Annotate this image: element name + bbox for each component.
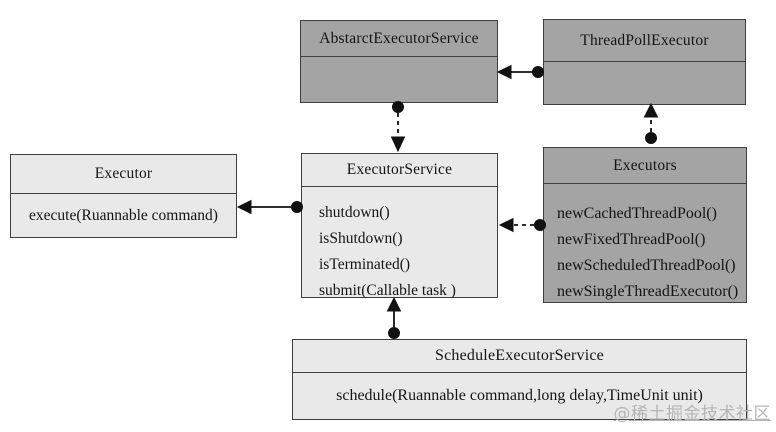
arrow-executorservice-to-executor xyxy=(236,199,303,215)
arrow-executors-to-threadpollexecutor xyxy=(643,102,659,144)
arrow-abstarctexecutorservice-to-executorservice xyxy=(390,101,406,153)
class-box-schedule-executor-service: ScheduleExecutorService schedule(Ruannab… xyxy=(292,339,747,420)
method-item: execute(Ruannable command) xyxy=(29,206,218,224)
class-box-executors: Executors newCachedThreadPool() newFixed… xyxy=(543,147,747,303)
class-title: Executor xyxy=(11,155,236,194)
method-item: isShutdown() xyxy=(319,230,403,247)
method-item: newScheduledThreadPool() xyxy=(557,257,736,274)
method-item: newCachedThreadPool() xyxy=(557,205,717,222)
juejin-watermark: @稀土掘金技术社区 xyxy=(613,404,771,424)
class-box-executor: Executor execute(Ruannable command) xyxy=(10,154,237,238)
class-box-abstarct-executor-service: AbstarctExecutorService xyxy=(300,20,498,103)
class-title: ScheduleExecutorService xyxy=(293,340,746,373)
class-methods: schedule(Ruannable command,long delay,Ti… xyxy=(293,373,746,418)
arrow-executors-to-executorservice xyxy=(498,217,546,233)
method-item: newFixedThreadPool() xyxy=(557,231,706,248)
class-methods: shutdown() isShutdown() isTerminated() s… xyxy=(302,187,497,304)
method-item: submit(Callable task ) xyxy=(319,282,456,299)
class-title: AbstarctExecutorService xyxy=(301,21,497,57)
method-item: schedule(Ruannable command,long delay,Ti… xyxy=(336,386,703,404)
method-item: newSingleThreadExecutor() xyxy=(557,283,739,300)
class-title: ThreadPollExecutor xyxy=(544,20,745,62)
class-methods: execute(Ruannable command) xyxy=(11,194,236,237)
class-box-thread-poll-executor: ThreadPollExecutor xyxy=(543,19,746,105)
arrow-threadpollexecutor-to-abstarctexecutorservice xyxy=(496,64,544,80)
class-methods: newCachedThreadPool() newFixedThreadPool… xyxy=(544,184,746,305)
method-item: shutdown() xyxy=(319,204,390,221)
class-box-executor-service: ExecutorService shutdown() isShutdown() … xyxy=(301,153,498,299)
class-title: Executors xyxy=(544,148,746,184)
arrow-scheduleexecutorservice-to-executorservice xyxy=(386,296,402,339)
method-item: isTerminated() xyxy=(319,256,411,273)
class-title: ExecutorService xyxy=(302,154,497,187)
